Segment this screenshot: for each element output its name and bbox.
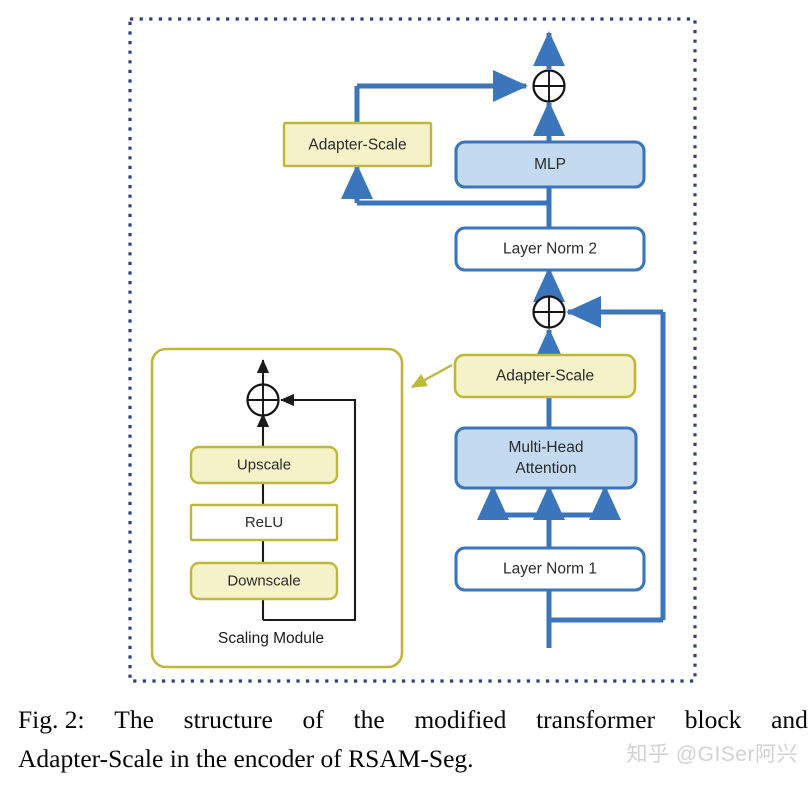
caption-word: of [302, 705, 324, 734]
node-label: Adapter-Scale [308, 137, 406, 154]
node-label: Layer Norm 2 [503, 241, 597, 258]
node-relu[interactable]: ReLU [189, 503, 339, 542]
node-layer-norm-2[interactable]: Layer Norm 2 [454, 226, 646, 272]
node-label: ReLU [245, 514, 283, 531]
caption-word: and [771, 705, 808, 734]
caption-word: structure [183, 705, 273, 734]
scaling-module-lines [256, 359, 357, 622]
caption-word: block [684, 705, 742, 734]
node-label-line-2: Attention [515, 460, 576, 477]
node-adapter-scale-attention[interactable]: Adapter-Scale [453, 353, 637, 399]
outer-dotted-frame [128, 17, 697, 683]
edge-adapterscale-to-scalingmodule [410, 363, 453, 389]
node-label: Adapter-Scale [496, 368, 594, 385]
node-label-line-1: Multi-Head [509, 439, 584, 456]
caption-word: modified [414, 705, 507, 734]
node-label: MLP [534, 156, 566, 173]
caption-word: the [353, 705, 385, 734]
caption-word: The [114, 705, 154, 734]
node-label: Downscale [227, 572, 300, 589]
node-upscale[interactable]: Upscale [189, 445, 339, 485]
node-mlp[interactable]: MLP [454, 140, 646, 189]
caption-word: transformer [536, 705, 656, 734]
node-multi-head-attention[interactable]: Multi-Head Attention [454, 426, 638, 490]
node-label: Layer Norm 1 [503, 561, 597, 578]
edge-scaling-skip [263, 393, 357, 622]
node-adapter-scale-mlp[interactable]: Adapter-Scale [282, 121, 433, 168]
scaling-module-title: Scaling Module [218, 630, 324, 647]
caption-word: Fig. 2: [18, 705, 85, 734]
diagram-canvas: Adapter-Scale MLP Layer Norm 2 Adapter-S… [128, 17, 697, 683]
adder-scaling [246, 383, 280, 417]
node-label: Upscale [237, 456, 291, 473]
adder-output [532, 69, 566, 103]
adder-attention [532, 295, 566, 329]
caption-line-2: Adapter-Scale in the encoder of RSAM-Seg… [18, 744, 474, 773]
node-downscale[interactable]: Downscale [189, 561, 339, 601]
node-layer-norm-1[interactable]: Layer Norm 1 [454, 546, 646, 592]
watermark-text: 知乎 @GISer阿兴 [626, 743, 798, 766]
